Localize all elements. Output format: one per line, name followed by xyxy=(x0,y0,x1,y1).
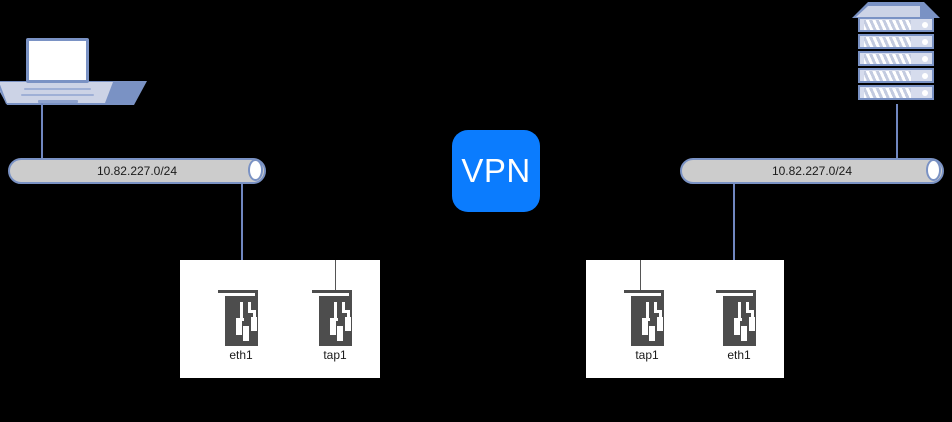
nic-bracket-tab xyxy=(349,290,352,299)
server-led-icon xyxy=(922,22,928,28)
server-vents xyxy=(864,54,911,64)
nic-bracket-tab xyxy=(753,290,756,299)
right-interface-panel: tap1 eth1 xyxy=(586,260,784,378)
network-bus-tube xyxy=(680,158,944,184)
nic-trace xyxy=(253,310,256,319)
nic-trace xyxy=(248,302,251,312)
nic-trace xyxy=(342,302,345,312)
nic-trace xyxy=(330,318,338,321)
server-vents xyxy=(864,88,911,98)
laptop-base-fill xyxy=(0,82,113,103)
nic-chip xyxy=(330,320,336,335)
nic-trace xyxy=(240,302,243,320)
left-nic-eth1-label: eth1 xyxy=(229,348,253,362)
nic-trace xyxy=(334,302,337,320)
laptop-keyboard-line xyxy=(24,88,91,90)
server-slot-list xyxy=(858,17,934,102)
vpn-label: VPN xyxy=(461,152,531,189)
nic-chip xyxy=(642,320,648,335)
server-led-icon xyxy=(922,90,928,96)
server-led-icon xyxy=(922,56,928,62)
server-vents xyxy=(864,20,911,30)
nic-bracket xyxy=(218,290,258,293)
nic-contacts xyxy=(320,306,326,328)
link-tap1-stub-right xyxy=(640,260,641,290)
network-card-icon xyxy=(319,296,352,346)
link-network-to-eth1-left xyxy=(241,184,243,290)
link-network-to-eth1-right xyxy=(733,184,735,290)
network-bus-endcap-icon xyxy=(926,159,941,181)
nic-chip xyxy=(251,317,257,331)
right-network-label: 10.82.227.0/24 xyxy=(771,164,853,178)
server-slot xyxy=(858,68,934,83)
nic-trace xyxy=(746,310,754,313)
nic-trace xyxy=(734,318,742,321)
left-interface-panel: eth1 tap1 xyxy=(180,260,380,378)
server-slot xyxy=(858,17,934,32)
nic-chip xyxy=(741,326,747,341)
server-slot xyxy=(858,51,934,66)
left-network-label: 10.82.227.0/24 xyxy=(96,164,178,178)
link-laptop-to-network xyxy=(41,103,43,161)
nic-bracket xyxy=(624,290,664,293)
nic-chip xyxy=(337,326,343,341)
nic-trace xyxy=(347,310,350,319)
network-card-icon xyxy=(225,296,258,346)
nic-contacts xyxy=(226,306,232,328)
nic-chip xyxy=(649,326,655,341)
nic-bracket xyxy=(716,290,756,293)
nic-trace xyxy=(746,302,749,312)
nic-chip xyxy=(749,317,755,331)
nic-trace xyxy=(236,318,244,321)
server-vents xyxy=(864,71,911,81)
server-led-icon xyxy=(922,73,928,79)
laptop-screen xyxy=(26,38,89,83)
nic-chip xyxy=(243,326,249,341)
link-tap1-stub-left xyxy=(335,260,336,290)
nic-bracket-tab xyxy=(661,290,664,299)
right-network-bus[interactable]: 10.82.227.0/24 xyxy=(680,158,944,184)
nic-chip xyxy=(657,317,663,331)
nic-bracket-tab xyxy=(255,290,258,299)
nic-trace xyxy=(248,310,256,313)
vpn-badge-icon[interactable]: VPN xyxy=(452,130,540,212)
network-card-icon xyxy=(723,296,756,346)
server-slot xyxy=(858,85,934,100)
nic-trace xyxy=(751,310,754,319)
nic-trace xyxy=(654,302,657,312)
nic-bracket xyxy=(312,290,352,293)
network-card-icon xyxy=(631,296,664,346)
nic-trace xyxy=(646,302,649,320)
nic-chip xyxy=(734,320,740,335)
nic-contacts xyxy=(632,306,638,328)
left-network-bus[interactable]: 10.82.227.0/24 xyxy=(8,158,266,184)
network-bus-tube xyxy=(8,158,266,184)
network-bus-endcap-icon xyxy=(248,159,263,181)
nic-trace xyxy=(738,302,741,320)
laptop-keyboard-line xyxy=(21,94,94,96)
nic-contacts xyxy=(724,306,730,328)
right-nic-tap1-label: tap1 xyxy=(635,348,659,362)
laptop-trackpad xyxy=(38,100,78,103)
nic-chip xyxy=(236,320,242,335)
nic-trace xyxy=(659,310,662,319)
nic-trace xyxy=(642,318,650,321)
server-cap-fill xyxy=(868,6,920,17)
server-vents xyxy=(864,37,911,47)
link-server-to-network xyxy=(896,104,898,160)
server-led-icon xyxy=(922,39,928,45)
right-nic-eth1-label: eth1 xyxy=(727,348,751,362)
left-nic-tap1-label: tap1 xyxy=(323,348,347,362)
nic-trace xyxy=(342,310,350,313)
server-slot xyxy=(858,34,934,49)
nic-trace xyxy=(654,310,662,313)
nic-chip xyxy=(345,317,351,331)
